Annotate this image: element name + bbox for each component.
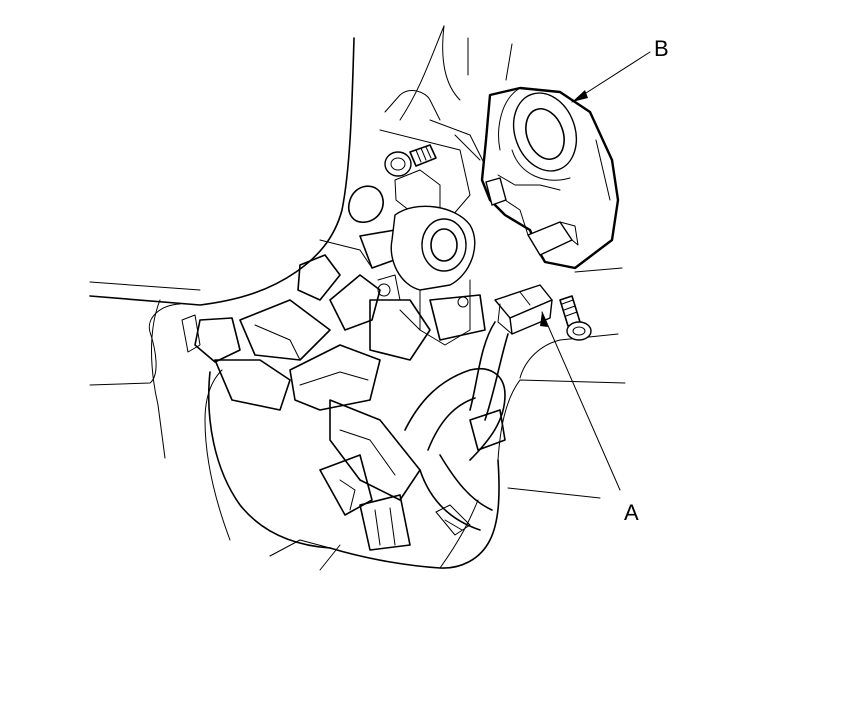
steering-column-body	[181, 119, 506, 551]
callout-leaders	[540, 51, 651, 491]
switch-module-part-b	[480, 86, 620, 270]
column-shaft-collar	[377, 205, 486, 346]
arrowhead-b	[572, 90, 588, 102]
connector-part-a	[469, 284, 553, 421]
leader-line-a	[541, 311, 621, 491]
mounting-screw-right	[559, 295, 592, 341]
callout-label-a: A	[624, 500, 639, 525]
arrowhead-a	[540, 312, 548, 327]
mounting-bolt-upper	[384, 144, 437, 177]
callout-label-b: B	[654, 36, 669, 61]
column-housing-outline	[89, 25, 626, 571]
